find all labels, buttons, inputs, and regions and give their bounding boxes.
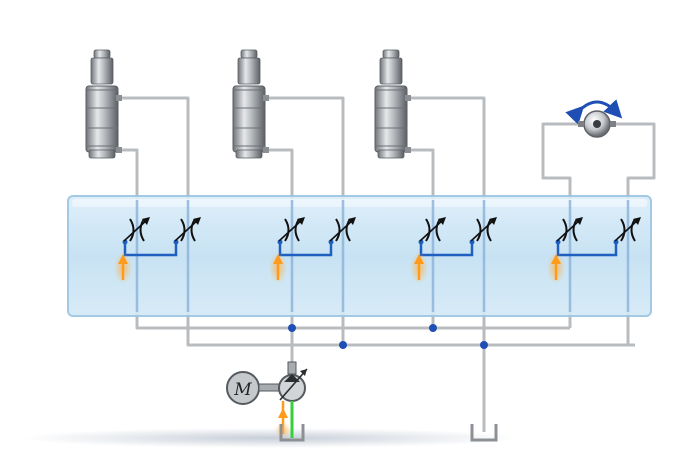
manifold-block [67,195,652,317]
throttle-valve-icon [419,217,446,242]
valve-group [410,217,497,284]
junction-dot [480,341,488,349]
valve-link-line [278,242,333,257]
throttle-valve-icon [123,217,150,242]
throttle-valve-icon [329,217,356,242]
valve-link-line [556,242,618,257]
reservoir-return [470,424,498,442]
hydraulic-cylinder [85,49,122,159]
floor-shadow [20,428,520,448]
junction-dot [429,324,437,332]
junctions [288,324,488,349]
motor-pump-unit: M [226,361,308,405]
valve-link-line [123,242,178,257]
motor-symbol: M [233,380,252,400]
throttle-valve-icon [556,217,583,242]
hydraulic-cylinder [232,49,269,159]
junction-dot [339,341,347,349]
valve-link-line [419,242,474,257]
throttle-valve-icon [174,217,201,242]
throttle-valve-icon [278,217,305,242]
valve-group [114,217,201,284]
reservoir-pump [279,424,305,442]
throttle-valve-icon [470,217,497,242]
pipe-network [117,96,656,432]
hydraulic-cylinder [374,49,411,159]
valve-group [547,217,641,284]
suction-line [275,401,294,438]
valve-group [269,217,356,284]
rotary-hydraulic-motor [565,99,623,138]
junction-dot [288,324,296,332]
throttle-valve-icon [614,217,641,242]
